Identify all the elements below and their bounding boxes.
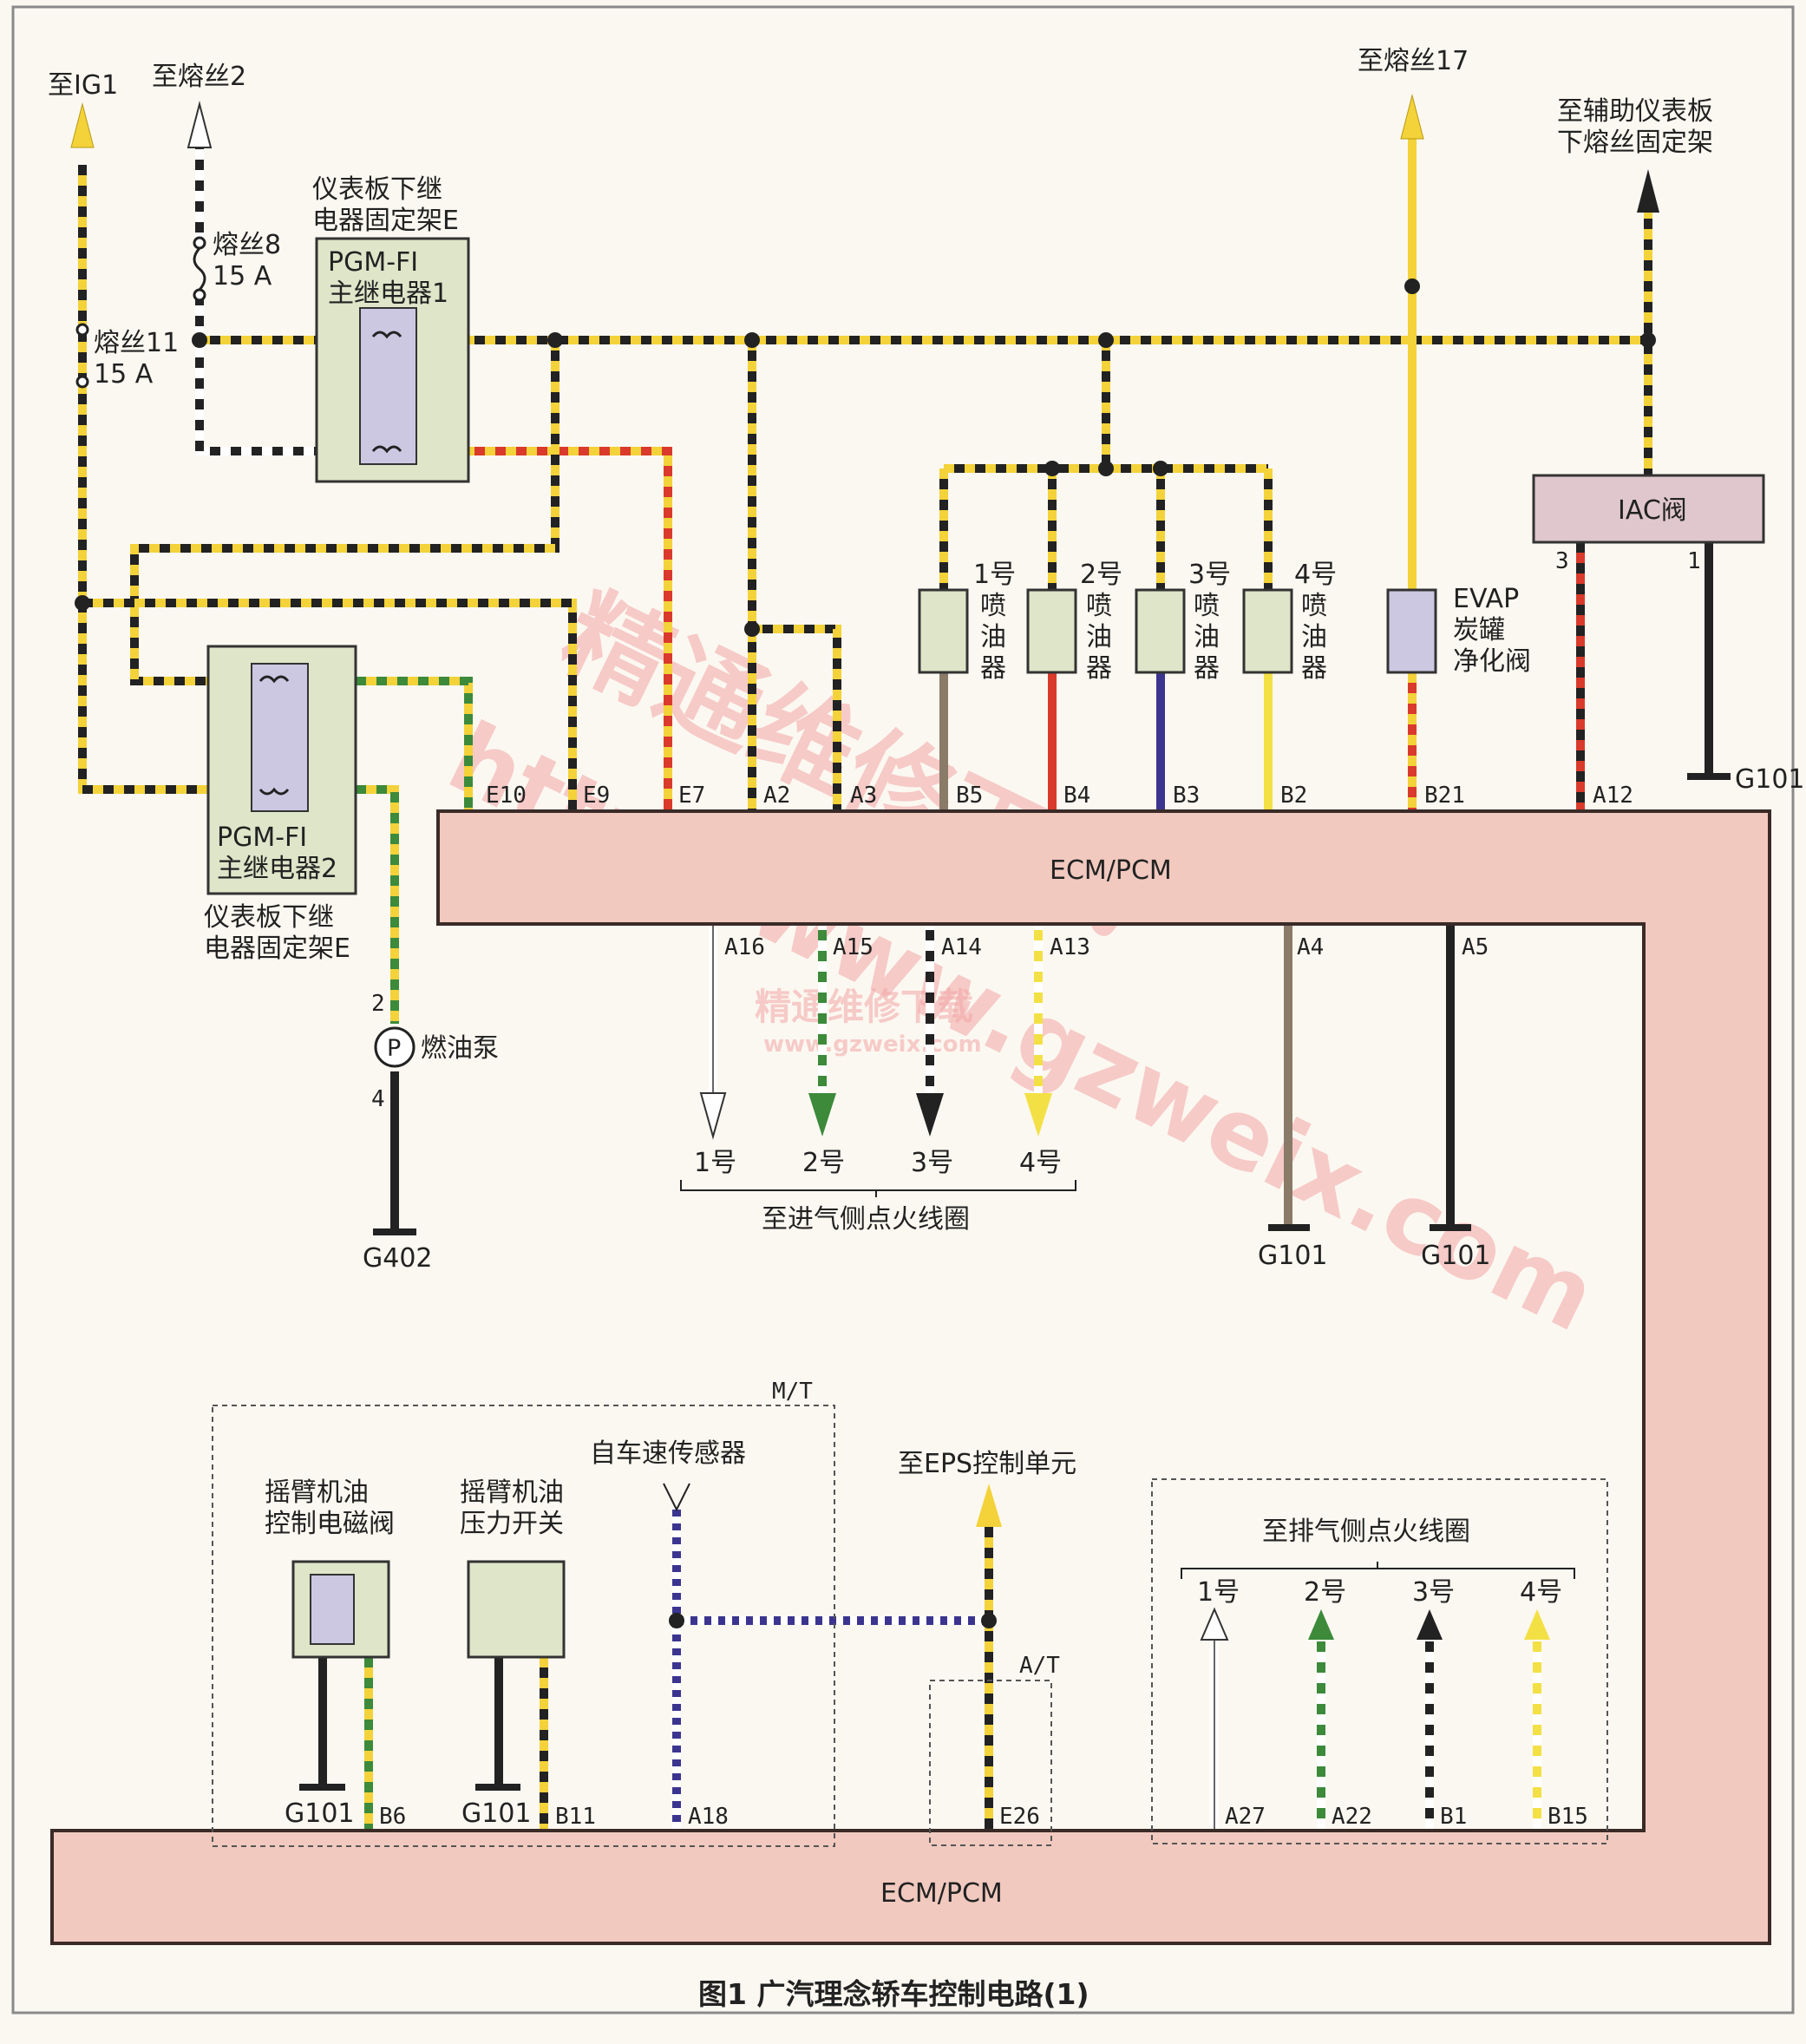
figure-caption: 图1 广汽理念轿车控制电路(1) — [698, 1977, 1089, 2011]
relay1-bracket: 仪表板下继电器固定架E — [312, 174, 459, 236]
eps-label: 至EPS控制单元 — [898, 1449, 1076, 1479]
ecm-pcm-top: ECM/PCM ECM/PCM E10 E9 E7 A2 A3 B5 B4 B3… — [50, 783, 1771, 1945]
wires — [78, 139, 1713, 1831]
svg-text:G101: G101 — [1258, 1241, 1328, 1271]
injector-4-label: 4号喷油器 — [1294, 560, 1337, 684]
svg-text:4号: 4号 — [1019, 1148, 1062, 1178]
svg-text:3: 3 — [1555, 548, 1569, 574]
svg-text:A12: A12 — [1593, 783, 1633, 809]
fuel-pump: 2 P 燃油泵 4 G402 — [363, 991, 499, 1274]
svg-text:B3: B3 — [1173, 783, 1200, 809]
svg-text:3号: 3号 — [1412, 1577, 1455, 1608]
svg-text:4号: 4号 — [1520, 1577, 1562, 1608]
svg-text:A5: A5 — [1462, 934, 1489, 960]
intake-coils: A16 A15 A14 A13 1号 2号 3号 4号 至进气侧点火线圈 A4 … — [680, 934, 1491, 1271]
svg-text:A22: A22 — [1332, 1804, 1372, 1830]
svg-text:A16: A16 — [724, 934, 765, 960]
label-to-fuse2: 至熔丝2 — [152, 62, 246, 92]
svg-text:A3: A3 — [850, 783, 877, 809]
svg-text:3号: 3号 — [911, 1148, 953, 1178]
injector-1-label: 1号喷油器 — [973, 560, 1016, 684]
frame — [11, 5, 1795, 2015]
svg-text:A13: A13 — [1050, 934, 1090, 960]
svg-text:A4: A4 — [1297, 934, 1324, 960]
svg-text:G101: G101 — [461, 1798, 532, 1829]
svg-text:1: 1 — [1687, 548, 1701, 574]
label-to-aux-fuse: 至辅助仪表板下熔丝固定架 — [1557, 96, 1713, 158]
svg-text:B6: B6 — [379, 1804, 406, 1830]
injector-3-label: 3号喷油器 — [1188, 560, 1231, 684]
svg-text:G101: G101 — [285, 1798, 355, 1829]
svg-text:2: 2 — [371, 991, 385, 1017]
svg-text:B2: B2 — [1280, 783, 1307, 809]
svg-text:B1: B1 — [1440, 1804, 1467, 1830]
rocker-valve-label: 摇臂机油控制电磁阀 — [265, 1477, 395, 1539]
svg-text:B4: B4 — [1063, 783, 1090, 809]
svg-text:E26: E26 — [999, 1804, 1040, 1830]
relay2-bracket: 仪表板下继电器固定架E — [204, 902, 350, 964]
label-to-fuse17: 至熔丝17 — [1358, 46, 1469, 76]
svg-text:1号: 1号 — [1197, 1577, 1240, 1608]
svg-text:E9: E9 — [583, 783, 610, 809]
exhaust-coils-title: 至排气侧点火线圈 — [1262, 1517, 1470, 1547]
iac-valve: IAC阀 3 1 G101 — [1532, 474, 1805, 795]
svg-text:4: 4 — [371, 1086, 385, 1112]
svg-text:2号: 2号 — [1304, 1577, 1346, 1608]
svg-text:A27: A27 — [1225, 1804, 1266, 1830]
label-to-ig1: 至IG1 — [48, 70, 118, 101]
svg-text:2号: 2号 — [802, 1148, 845, 1178]
svg-text:G101: G101 — [1421, 1241, 1491, 1271]
svg-text:A15: A15 — [833, 934, 874, 960]
lower-section: M/T A/T 摇臂机油控制电磁阀 摇臂机油压力开关 G101 G101 自车速… — [212, 1379, 1608, 1847]
ground-g402: G402 — [363, 1243, 433, 1274]
svg-text:B11: B11 — [555, 1804, 596, 1830]
ground-g101-iac: G101 — [1735, 764, 1805, 795]
svg-text:ECM/PCM: ECM/PCM — [880, 1878, 1003, 1909]
watermark: 精通维修下载 http://www.gzweix.com 精通维修下载 www.… — [433, 573, 1613, 1353]
svg-text:B15: B15 — [1548, 1804, 1588, 1830]
vss-label: 自车速传感器 — [590, 1438, 746, 1469]
svg-text:精通维修下载: 精通维修下载 — [755, 986, 973, 1028]
svg-text:B21: B21 — [1424, 783, 1465, 809]
svg-text:A18: A18 — [688, 1804, 729, 1830]
svg-text:1号: 1号 — [694, 1148, 736, 1178]
svg-text:A14: A14 — [941, 934, 982, 960]
svg-text:B5: B5 — [956, 783, 983, 809]
svg-text:E10: E10 — [486, 783, 527, 809]
junction-dots — [75, 278, 1656, 1628]
rocker-switch-label: 摇臂机油压力开关 — [460, 1477, 564, 1539]
top-arrows: 至IG1 至熔丝2 至熔丝17 至辅助仪表板下熔丝固定架 — [48, 46, 1713, 213]
svg-text:M/T: M/T — [772, 1379, 813, 1405]
svg-text:A2: A2 — [763, 783, 790, 809]
injector-2-label: 2号喷油器 — [1080, 560, 1122, 684]
svg-text:IAC阀: IAC阀 — [1618, 495, 1687, 526]
svg-text:www.gzweix.com: www.gzweix.com — [763, 1032, 982, 1058]
fuel-pump-label: 燃油泵 — [421, 1033, 499, 1064]
svg-text:P: P — [387, 1035, 401, 1062]
svg-text:E7: E7 — [678, 783, 705, 809]
intake-coils-title: 至进气侧点火线圈 — [762, 1204, 970, 1235]
svg-text:ECM/PCM: ECM/PCM — [1050, 855, 1172, 886]
svg-text:A/T: A/T — [1019, 1653, 1060, 1679]
